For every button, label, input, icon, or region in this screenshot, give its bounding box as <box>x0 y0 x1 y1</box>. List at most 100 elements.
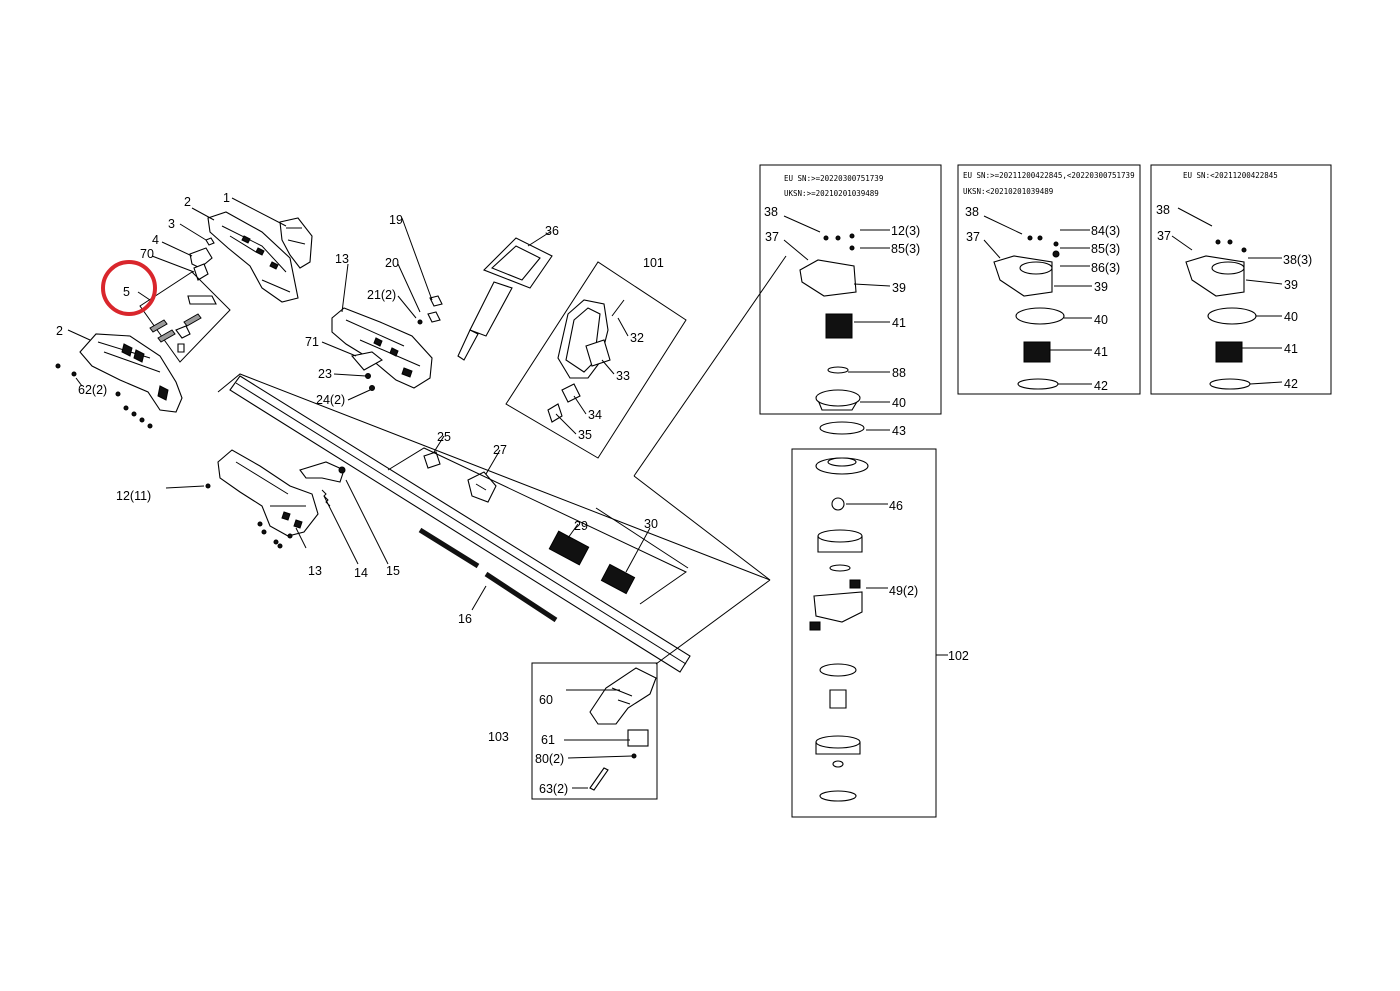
part-62-screws <box>55 363 153 429</box>
part-60-guard <box>589 667 657 725</box>
callout-3: 3 <box>168 217 175 231</box>
b2-callout-41: 41 <box>1094 345 1108 359</box>
variant-box-2 <box>957 164 1141 395</box>
part-46-nut <box>831 497 845 511</box>
callout-71: 71 <box>305 335 319 349</box>
b2-callout-39: 39 <box>1094 280 1108 294</box>
callout-61: 61 <box>541 733 555 747</box>
box-103 <box>531 662 658 800</box>
callout-101: 101 <box>643 256 664 270</box>
b3-callout-37: 37 <box>1157 229 1171 243</box>
part-30-sleeve <box>600 563 636 595</box>
part-34-clip <box>561 383 581 403</box>
part-13-housing <box>331 307 433 389</box>
b1-callout-40: 40 <box>892 396 906 410</box>
b3-serial-eu: EU SN:<20211200422845 <box>1183 171 1278 180</box>
callout-103: 103 <box>488 730 509 744</box>
b3-callout-38: 38 <box>1156 203 1170 217</box>
b2-callout-40: 40 <box>1094 313 1108 327</box>
b2-callout-85-3: 85(3) <box>1091 242 1120 256</box>
part-32-screw <box>611 299 625 317</box>
callout-4: 4 <box>152 233 159 247</box>
part-1-grip <box>279 217 313 269</box>
part-2-lower-housing <box>79 333 183 413</box>
part-43-disc <box>819 421 865 435</box>
callout-63: 63(2) <box>539 782 568 796</box>
b1-callout-85-3: 85(3) <box>891 242 920 256</box>
callout-70: 70 <box>140 247 154 261</box>
callout-16: 16 <box>458 612 472 626</box>
callout-34: 34 <box>588 408 602 422</box>
callout-46: 46 <box>889 499 903 513</box>
b3-callout-38-3: 38(3) <box>1283 253 1312 267</box>
b2-motor <box>1023 341 1051 363</box>
callout-13-lower: 13 <box>308 564 322 578</box>
part-20-clip <box>427 311 441 323</box>
b1-motor <box>825 313 853 339</box>
part-21-screws <box>417 319 423 325</box>
main-shaft <box>229 375 691 673</box>
part-4-bracket <box>189 247 213 269</box>
b2-callout-84-3: 84(3) <box>1091 224 1120 238</box>
part-71-switch <box>350 351 383 371</box>
part-25-clamp <box>423 451 441 469</box>
callout-1: 1 <box>223 191 230 205</box>
callout-2-lower: 2 <box>56 324 63 338</box>
b3-part-40 <box>1207 307 1257 325</box>
callout-33: 33 <box>616 369 630 383</box>
b1-callout-37: 37 <box>765 230 779 244</box>
callout-60: 60 <box>539 693 553 707</box>
callout-21: 21(2) <box>367 288 396 302</box>
variant-box-1 <box>759 164 942 415</box>
callout-27: 27 <box>493 443 507 457</box>
part-19-clip <box>429 295 443 307</box>
b1-callout-12-3: 12(3) <box>891 224 920 238</box>
b1-callout-38: 38 <box>764 205 778 219</box>
callout-13: 13 <box>335 252 349 266</box>
part-27-bracket <box>467 471 497 503</box>
callout-32: 32 <box>630 331 644 345</box>
callout-80: 80(2) <box>535 752 564 766</box>
b1-serial-eu: EU SN:>=20220300751739 <box>784 174 883 183</box>
b2-part-42 <box>1017 378 1059 390</box>
part-15-lever <box>299 461 345 483</box>
callout-49: 49(2) <box>889 584 918 598</box>
callout-labels: 1 2 3 4 70 5 2 62(2) 12(11) 13 14 15 16 … <box>56 171 1312 796</box>
part-16-cable <box>418 527 558 623</box>
part-61-block <box>627 729 649 747</box>
b1-serial-uk: UKSN:>=20210201039489 <box>784 189 879 198</box>
b1-callout-88: 88 <box>892 366 906 380</box>
callout-12-11: 12(11) <box>116 489 151 503</box>
callout-35: 35 <box>578 428 592 442</box>
b2-part-40 <box>1015 307 1065 325</box>
part-12-screws <box>205 483 293 549</box>
box-102 <box>791 448 937 818</box>
callout-19: 19 <box>389 213 403 227</box>
b3-callout-40: 40 <box>1284 310 1298 324</box>
callout-36: 36 <box>545 224 559 238</box>
callout-2: 2 <box>184 195 191 209</box>
callout-23: 23 <box>318 367 332 381</box>
leader-lines <box>67 197 1283 789</box>
b2-serial-eu: EU SN:>=20211200422845,<20220300751739 <box>963 171 1135 180</box>
callout-30: 30 <box>644 517 658 531</box>
b2-callout-86-3: 86(3) <box>1091 261 1120 275</box>
callout-15: 15 <box>386 564 400 578</box>
b3-callout-39: 39 <box>1284 278 1298 292</box>
callout-29: 29 <box>574 519 588 533</box>
b3-motor <box>1215 341 1243 363</box>
part-29-sleeve <box>548 530 590 566</box>
part-35-clip <box>547 403 563 423</box>
bottom-disc <box>819 790 857 802</box>
b2-callout-42: 42 <box>1094 379 1108 393</box>
part-5-kit-box <box>139 271 231 363</box>
callout-5: 5 <box>123 285 130 299</box>
part-63-pin <box>589 767 609 791</box>
part-3-pin <box>205 237 215 246</box>
callout-14: 14 <box>354 566 368 580</box>
callout-24: 24(2) <box>316 393 345 407</box>
b3-callout-42: 42 <box>1284 377 1298 391</box>
b3-part-42 <box>1209 378 1251 390</box>
